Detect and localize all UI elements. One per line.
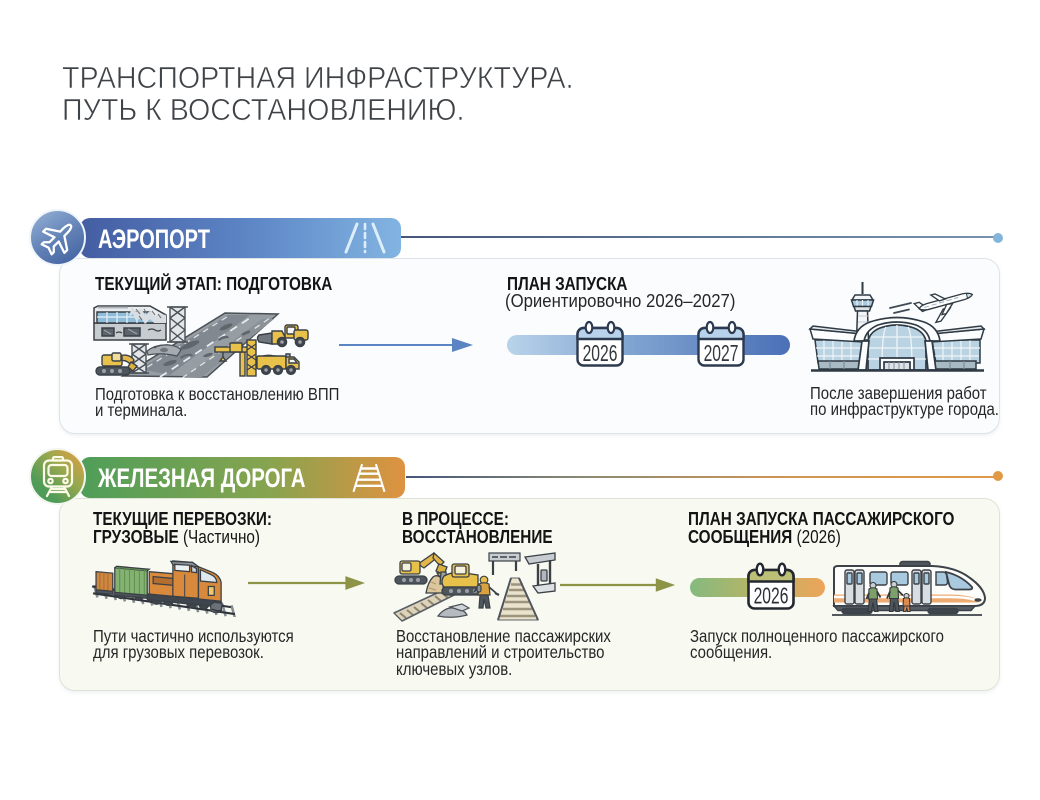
- svg-text:2027: 2027: [704, 341, 739, 367]
- svg-text:2026: 2026: [754, 584, 789, 610]
- svg-text:2026: 2026: [583, 341, 618, 367]
